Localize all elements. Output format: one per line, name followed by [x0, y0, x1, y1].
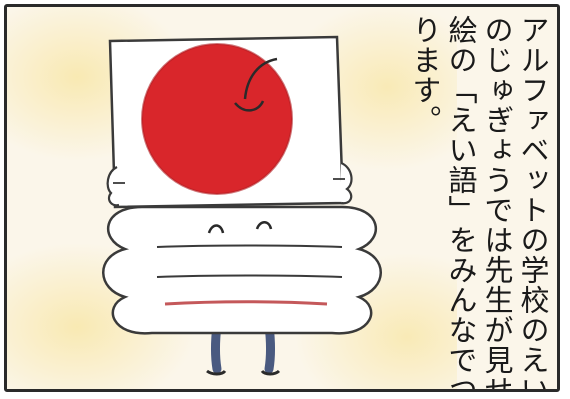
illustration [102, 35, 382, 376]
comic-panel: アルファベットの学校のえい語 のじゅぎょうでは先生が見せる 絵の「えい語」をみん… [4, 4, 560, 392]
caption-text: アルファベットの学校のえい語 のじゅぎょうでは先生が見せる 絵の「えい語」をみん… [407, 15, 551, 392]
apple-stem-icon [243, 57, 278, 100]
caption-line-2: のじゅぎょうでは先生が見せる [480, 15, 514, 392]
picture-card [108, 35, 345, 209]
caption-line-1: アルファベットの学校のえい語 [516, 15, 550, 392]
character-body [102, 205, 382, 335]
caption-line-4: ります。 [408, 15, 442, 135]
character-hands [106, 161, 353, 207]
red-apple-icon [142, 44, 292, 194]
caption-line-3: 絵の「えい語」をみんなでつく [444, 15, 478, 392]
